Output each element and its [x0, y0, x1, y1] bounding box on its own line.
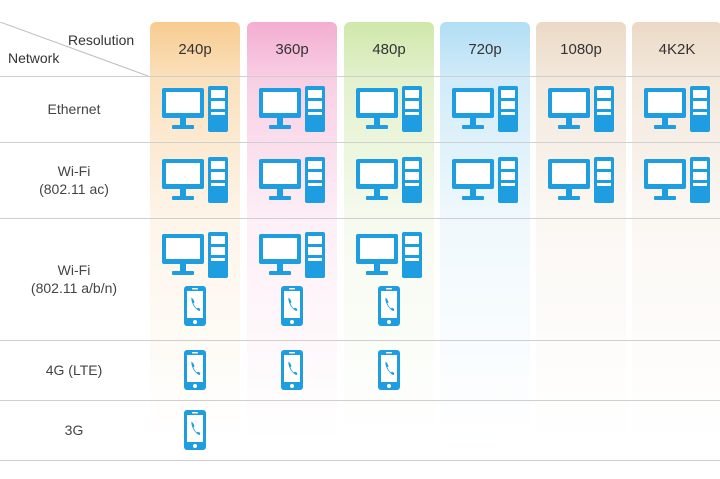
- device-cell: [632, 76, 720, 142]
- desktop-pc-icon: [452, 86, 518, 132]
- desktop-pc-icon: [162, 157, 228, 203]
- row-divider: [0, 218, 720, 219]
- smartphone-icon: [184, 286, 206, 326]
- desktop-pc-icon: [356, 157, 422, 203]
- desktop-pc-icon: [259, 157, 325, 203]
- row-label: Wi-Fi (802.11 ac): [0, 142, 148, 218]
- device-cell: [344, 76, 434, 142]
- row-divider: [0, 142, 720, 143]
- column-header: 240p: [178, 40, 212, 58]
- device-cell: [536, 76, 626, 142]
- desktop-pc-icon: [356, 232, 422, 278]
- network-axis-label: Network: [8, 50, 60, 66]
- desktop-pc-icon: [259, 232, 325, 278]
- desktop-pc-icon: [644, 86, 710, 132]
- desktop-pc-icon: [452, 157, 518, 203]
- column-header: 480p: [372, 40, 406, 58]
- device-cell: [344, 340, 434, 400]
- row-label: 3G: [0, 400, 148, 460]
- device-cell: [247, 218, 337, 340]
- row-divider: [0, 460, 720, 461]
- column-header: 1080p: [560, 40, 602, 58]
- smartphone-icon: [281, 286, 303, 326]
- desktop-pc-icon: [644, 157, 710, 203]
- device-cell: [632, 142, 720, 218]
- device-cell: [150, 76, 240, 142]
- device-cell: [440, 76, 530, 142]
- device-cell: [440, 142, 530, 218]
- device-cell: [536, 142, 626, 218]
- row-divider: [0, 76, 720, 77]
- row-label-line: Wi-Fi: [57, 262, 91, 278]
- column-header: 720p: [468, 40, 502, 58]
- smartphone-icon: [378, 286, 400, 326]
- device-cell: [344, 218, 434, 340]
- device-cell: [247, 142, 337, 218]
- row-label-line: 4G (LTE): [45, 362, 103, 378]
- smartphone-icon: [281, 350, 303, 390]
- row-label-line: Wi-Fi: [57, 163, 91, 179]
- desktop-pc-icon: [259, 86, 325, 132]
- device-cell: [150, 340, 240, 400]
- device-cell: [247, 340, 337, 400]
- corner-diagonal: [0, 22, 148, 76]
- column-header: 360p: [275, 40, 309, 58]
- desktop-pc-icon: [162, 232, 228, 278]
- row-label: Ethernet: [0, 76, 148, 142]
- desktop-pc-icon: [162, 86, 228, 132]
- desktop-pc-icon: [356, 86, 422, 132]
- device-cell: [150, 218, 240, 340]
- row-label-line: 3G: [64, 422, 84, 438]
- smartphone-icon: [378, 350, 400, 390]
- device-cell: [344, 142, 434, 218]
- desktop-pc-icon: [548, 157, 614, 203]
- desktop-pc-icon: [548, 86, 614, 132]
- row-divider: [0, 340, 720, 341]
- row-label-line: Ethernet: [47, 101, 101, 117]
- device-cell: [150, 400, 240, 460]
- row-label-line: (802.11 ac): [39, 181, 109, 197]
- smartphone-icon: [184, 350, 206, 390]
- smartphone-icon: [184, 410, 206, 450]
- device-cell: [247, 76, 337, 142]
- row-label: Wi-Fi (802.11 a/b/n): [0, 218, 148, 340]
- device-cell: [150, 142, 240, 218]
- row-label: 4G (LTE): [0, 340, 148, 400]
- row-label-line: (802.11 a/b/n): [30, 280, 118, 296]
- column-header: 4K2K: [658, 40, 696, 58]
- row-divider: [0, 400, 720, 401]
- resolution-axis-label: Resolution: [68, 32, 135, 48]
